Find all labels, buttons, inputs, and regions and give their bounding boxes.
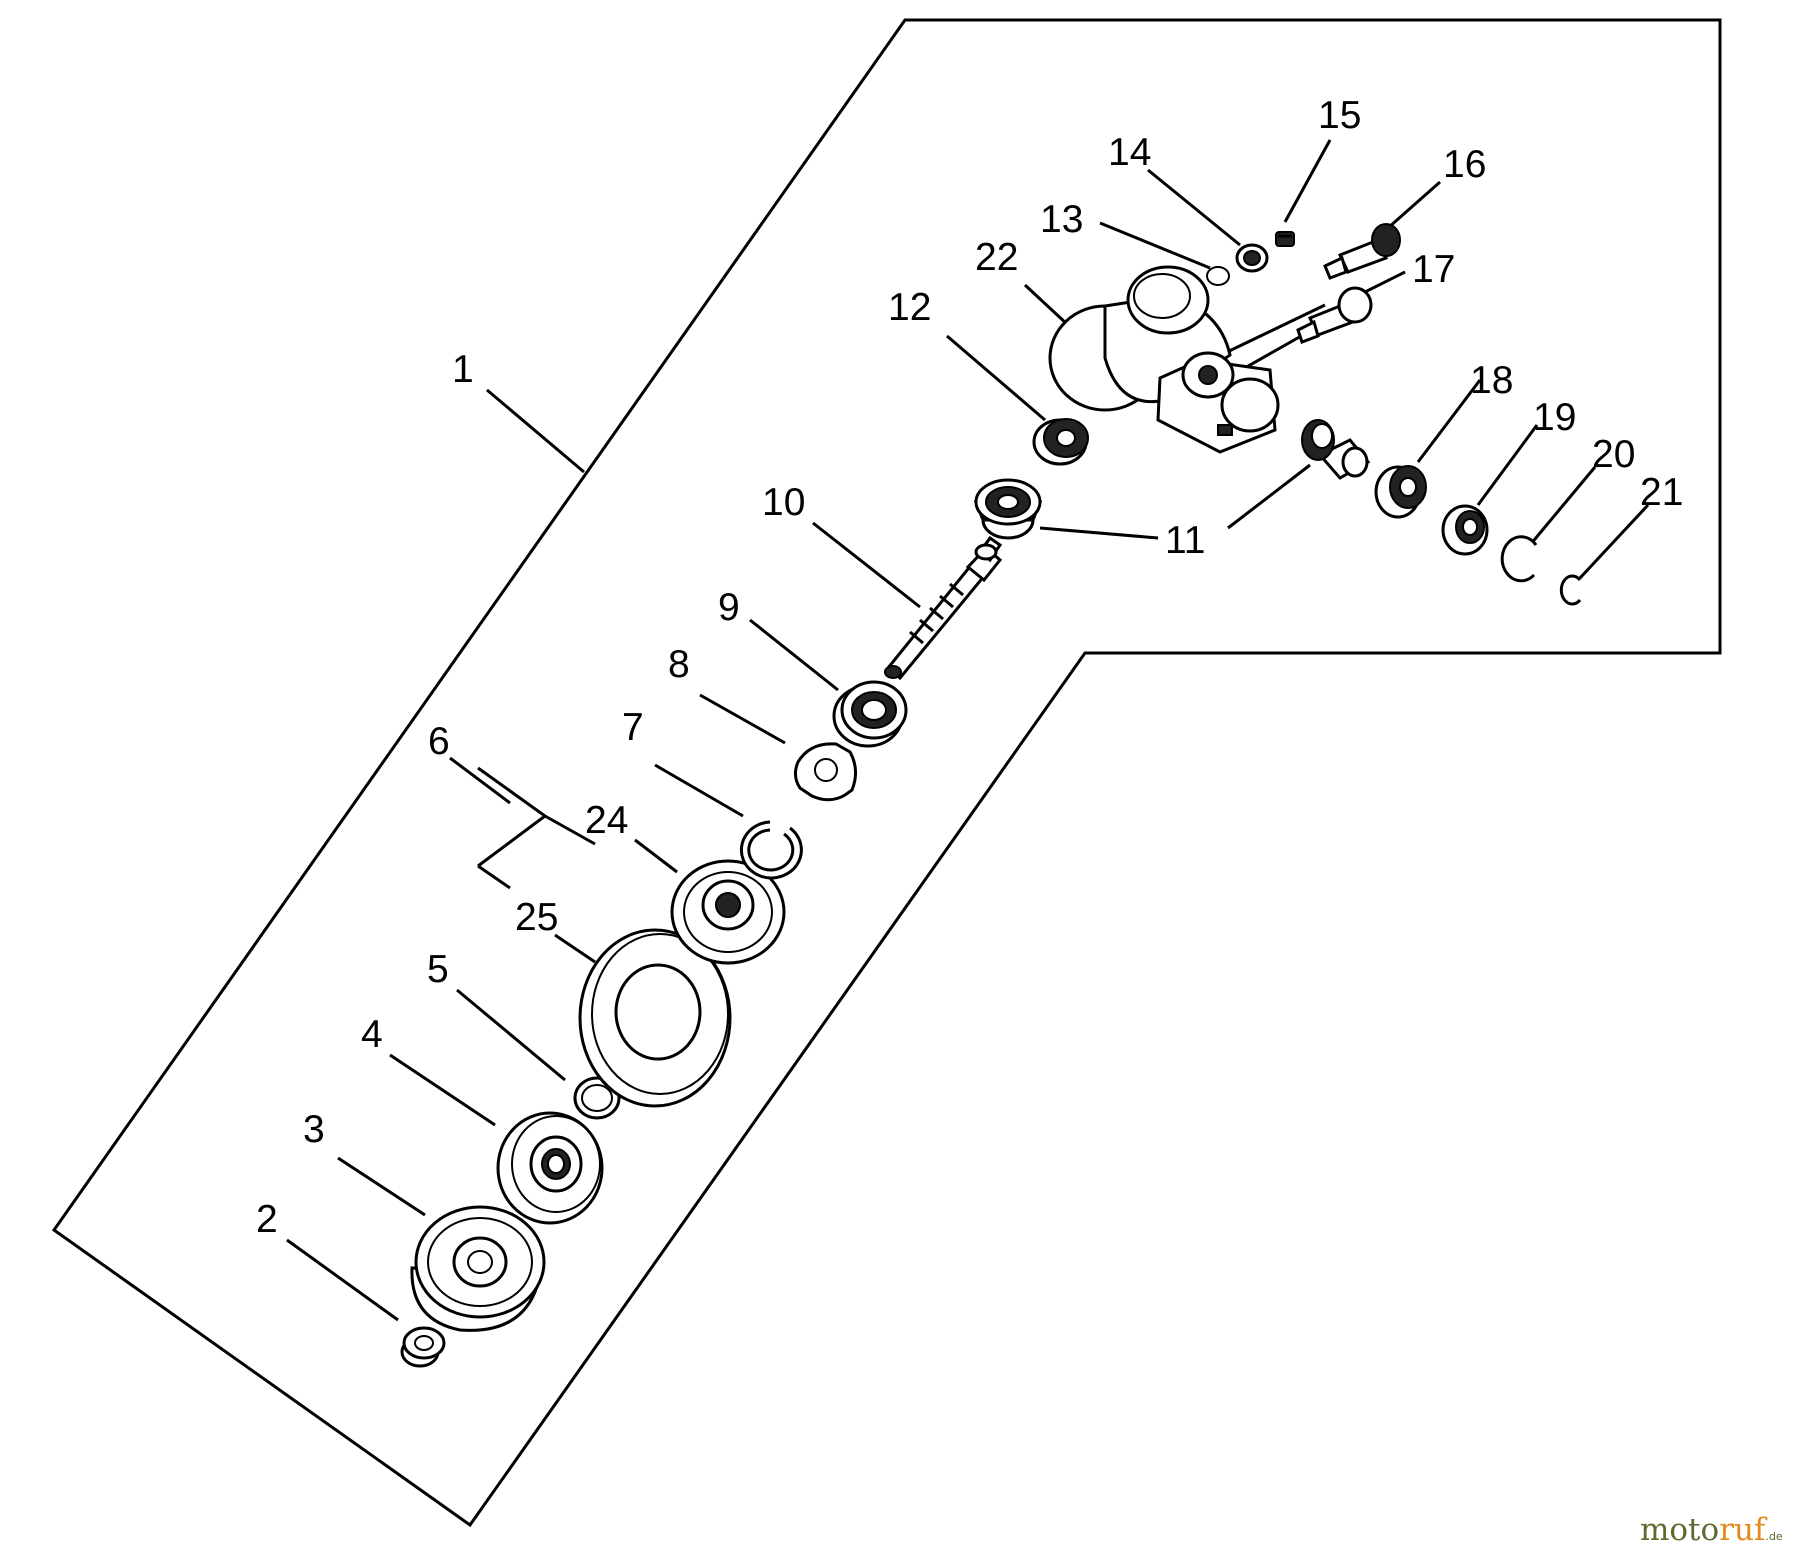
callout-6: 6 bbox=[428, 720, 450, 763]
part-7-snap-ring bbox=[739, 820, 803, 880]
callout-15: 15 bbox=[1318, 94, 1361, 137]
callout-21: 21 bbox=[1640, 471, 1683, 514]
callout-2: 2 bbox=[256, 1198, 278, 1241]
callout-22: 22 bbox=[975, 236, 1018, 279]
part-25-washer bbox=[578, 928, 732, 1108]
part-16-bolt bbox=[1323, 223, 1401, 280]
part-15-screw bbox=[1275, 231, 1295, 247]
callout-3: 3 bbox=[303, 1108, 325, 1151]
assembly-group-outline bbox=[51, 18, 1722, 1528]
callout-12: 12 bbox=[888, 286, 931, 329]
part-20-snap-ring bbox=[1500, 535, 1538, 583]
part-21-snap-ring bbox=[1559, 574, 1582, 606]
callout-7: 7 bbox=[622, 706, 644, 749]
watermark-brand-part1: moto bbox=[1640, 1512, 1719, 1548]
part-17-bolt bbox=[1296, 286, 1373, 344]
callout-18: 18 bbox=[1470, 359, 1513, 402]
callout-11a: 11 bbox=[1165, 519, 1206, 562]
part-24-seal bbox=[670, 859, 786, 965]
callout-24: 24 bbox=[585, 799, 628, 842]
part-9-bearing bbox=[832, 680, 908, 748]
watermark-logo: motoruf.de bbox=[1640, 1512, 1783, 1548]
callout-1: 1 bbox=[452, 348, 474, 391]
callout-labels: 1 2 3 4 5 6 7 8 9 10 11 11 12 13 14 15 1… bbox=[256, 94, 1683, 1241]
part-13-washer bbox=[1206, 266, 1230, 286]
part-11-bevel-gear bbox=[973, 478, 1043, 540]
watermark-suffix: .de bbox=[1765, 1530, 1782, 1543]
callout-5: 5 bbox=[427, 948, 449, 991]
part-10-shaft bbox=[884, 535, 1003, 681]
part-12-bearing bbox=[1032, 418, 1089, 466]
part-22-gear-case bbox=[1048, 265, 1280, 454]
callout-4: 4 bbox=[361, 1013, 383, 1056]
callout-9: 9 bbox=[718, 586, 740, 629]
callout-14: 14 bbox=[1108, 131, 1151, 174]
part-8-tab-washer bbox=[793, 742, 857, 802]
callout-10: 10 bbox=[762, 481, 805, 524]
callout-19: 19 bbox=[1533, 396, 1576, 439]
callout-8: 8 bbox=[668, 643, 690, 686]
callout-17: 17 bbox=[1412, 248, 1455, 291]
watermark-brand-part2: ruf bbox=[1719, 1512, 1768, 1548]
leader-lines bbox=[286, 139, 1650, 1322]
part-11-pinion-gear bbox=[1301, 419, 1371, 480]
callout-13: 13 bbox=[1040, 198, 1083, 241]
part-14-washer bbox=[1235, 243, 1269, 273]
part-3-holder-cup bbox=[410, 1205, 546, 1332]
callout-20: 20 bbox=[1592, 433, 1635, 476]
part-2-nut bbox=[400, 1326, 446, 1368]
callout-16: 16 bbox=[1443, 143, 1486, 186]
part-4-flange bbox=[496, 1111, 604, 1225]
part-18-bearing bbox=[1374, 465, 1427, 519]
callout-25: 25 bbox=[515, 896, 558, 939]
svg-text:motoruf.de: motoruf.de bbox=[1640, 1512, 1783, 1548]
part-19-washer bbox=[1441, 504, 1489, 556]
